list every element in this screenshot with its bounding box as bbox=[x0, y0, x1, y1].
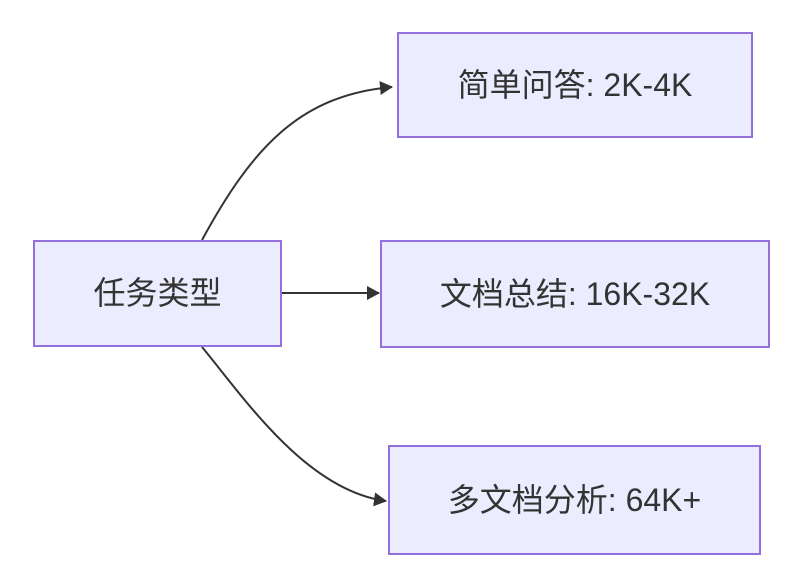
node-simple-qa: 简单问答: 2K-4K bbox=[397, 32, 753, 138]
node-task-type: 任务类型 bbox=[33, 240, 282, 347]
edge-task-type-to-simple-qa bbox=[201, 81, 393, 241]
node-multi-doc: 多文档分析: 64K+ bbox=[388, 445, 761, 555]
node-simple-qa-label: 简单问答: 2K-4K bbox=[457, 66, 693, 103]
node-doc-summary: 文档总结: 16K-32K bbox=[380, 240, 770, 348]
edge-task-type-to-multi-doc bbox=[201, 346, 387, 507]
node-doc-summary-label: 文档总结: 16K-32K bbox=[439, 275, 711, 312]
node-multi-doc-label: 多文档分析: 64K+ bbox=[447, 481, 702, 518]
node-task-type-label: 任务类型 bbox=[93, 275, 222, 312]
